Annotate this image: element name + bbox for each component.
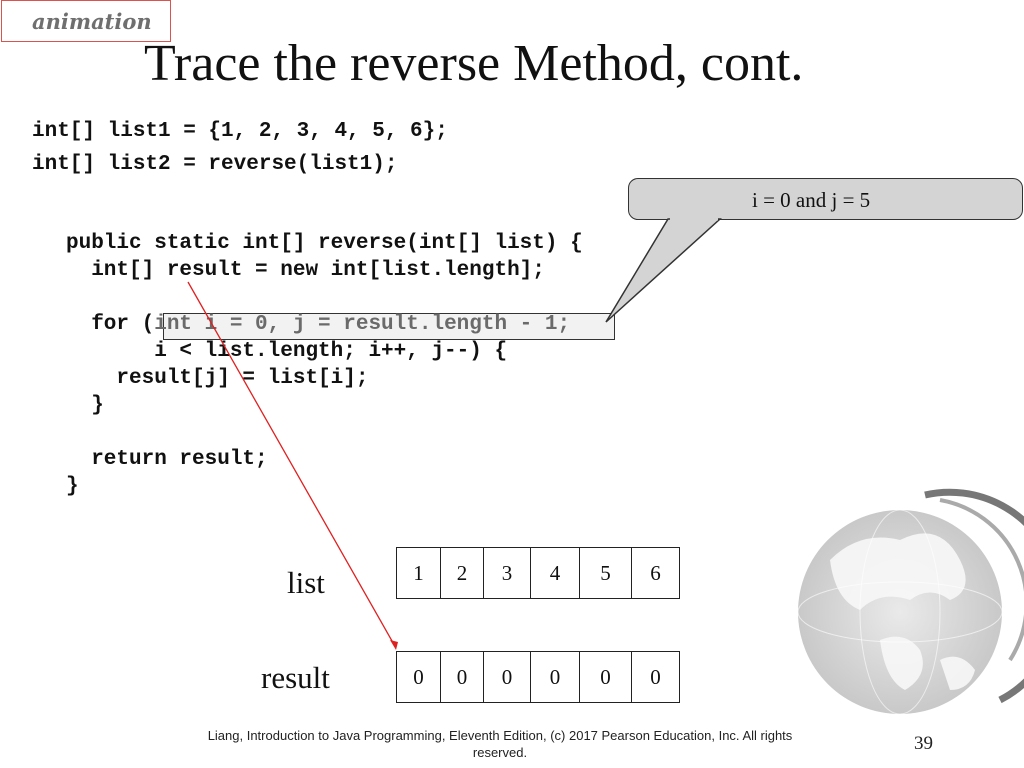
reverse-method-code: public static int[] reverse(int[] list) … xyxy=(66,230,583,500)
code-for-keyword: for ( xyxy=(66,313,155,336)
code-line-signature: public static int[] reverse(int[] list) … xyxy=(66,232,583,255)
code-line-result-decl: int[] result = new int[list.length]; xyxy=(66,259,545,282)
result-cell: 0 xyxy=(579,652,631,702)
code-line-list2: int[] list2 = reverse(list1); xyxy=(32,153,398,176)
result-cell: 0 xyxy=(440,652,483,702)
code-line-assign: result[j] = list[i]; xyxy=(66,367,369,390)
callout-text: i = 0 and j = 5 xyxy=(752,188,871,212)
list-cell: 5 xyxy=(579,548,631,598)
slide-title: Trace the reverse Method, cont. xyxy=(144,35,804,92)
code-line-close-loop: } xyxy=(66,394,104,417)
animation-badge: animation xyxy=(1,0,171,42)
list-cell: 6 xyxy=(631,548,679,598)
caller-code: int[] list1 = {1, 2, 3, 4, 5, 6}; int[] l… xyxy=(32,115,448,181)
list-cell: 3 xyxy=(483,548,530,598)
list-array: 1 2 3 4 5 6 xyxy=(396,547,680,599)
code-for-init-highlighted: int i = 0, j = result.length - 1; xyxy=(154,313,571,336)
list-cell: 4 xyxy=(530,548,579,598)
code-line-condition: i < list.length; i++, j--) { xyxy=(66,340,508,363)
page-number: 39 xyxy=(914,733,933,754)
list-cell: 1 xyxy=(413,560,424,585)
code-line-list1: int[] list1 = {1, 2, 3, 4, 5, 6}; xyxy=(32,120,448,143)
list-label: list xyxy=(287,565,325,600)
result-label: result xyxy=(261,660,330,695)
highlight-box xyxy=(163,313,615,340)
list-cell: 2 xyxy=(440,548,483,598)
code-line-for: for (int i = 0, j = result.length - 1; xyxy=(66,311,583,338)
code-line-close-method: } xyxy=(66,475,79,498)
badge-label: animation xyxy=(32,9,152,34)
footer-copyright: Liang, Introduction to Java Programming,… xyxy=(207,728,793,760)
result-cell: 0 xyxy=(483,652,530,702)
code-line-return: return result; xyxy=(66,448,268,471)
callout-box xyxy=(628,178,1023,220)
result-cell: 0 xyxy=(530,652,579,702)
result-cell: 0 xyxy=(631,652,679,702)
result-cell: 0 xyxy=(413,664,424,689)
result-array: 0 0 0 0 0 0 xyxy=(396,651,680,703)
